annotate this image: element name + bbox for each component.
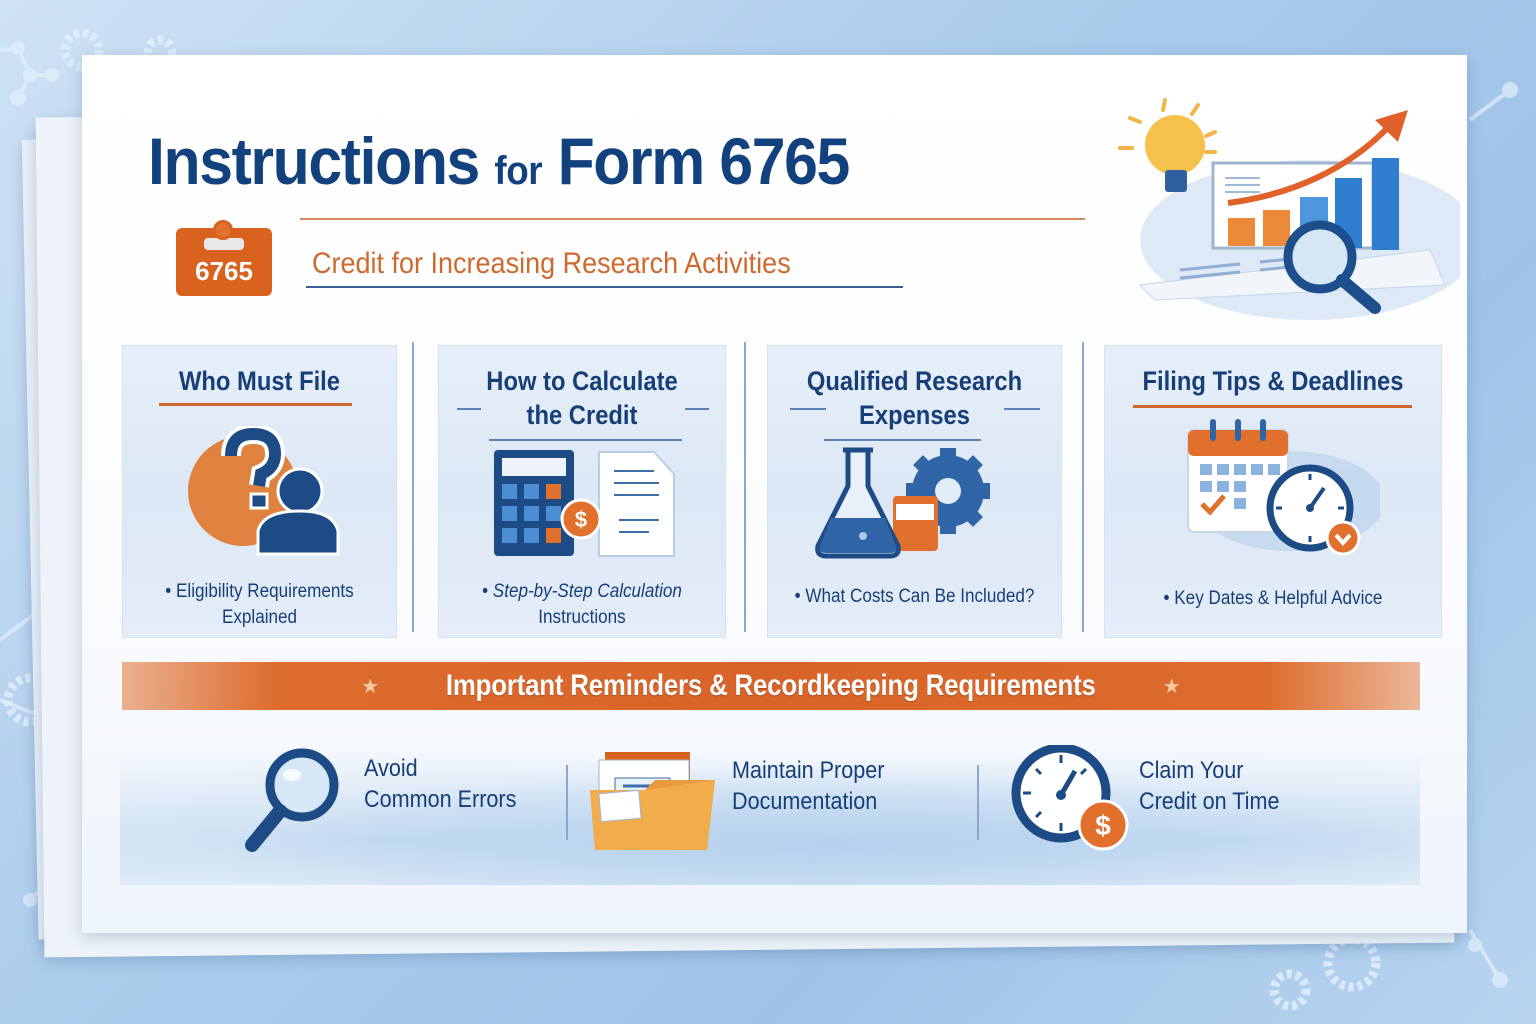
clock-dollar-icon: $ bbox=[1011, 745, 1129, 851]
clipboard-pin-icon bbox=[213, 220, 233, 240]
card-who-must-file[interactable]: Who Must File • Eligibility Requirements… bbox=[122, 345, 397, 638]
card-title-accent bbox=[457, 408, 481, 410]
folder-icon bbox=[590, 752, 715, 850]
svg-text:$: $ bbox=[1095, 810, 1111, 841]
card-title-underline bbox=[159, 403, 352, 406]
card-bullet: • Key Dates & Helpful Advice bbox=[1163, 588, 1383, 609]
title-word-instructions: Instructions bbox=[148, 124, 480, 198]
subtitle-divider bbox=[306, 286, 903, 288]
card-divider bbox=[412, 342, 414, 632]
card-divider bbox=[1082, 342, 1084, 632]
person-question-icon bbox=[188, 426, 340, 556]
checkmark-badge-icon bbox=[1325, 520, 1361, 556]
star-icon: ★ bbox=[361, 675, 380, 698]
card-filing-tips-deadlines[interactable]: Filing Tips & Deadlines • Key Dates & He… bbox=[1104, 345, 1442, 638]
card-title: Who Must File bbox=[178, 366, 341, 396]
card-divider bbox=[744, 342, 746, 632]
card-title-accent bbox=[685, 408, 709, 410]
page-title: Instructions for Form 6765 bbox=[148, 128, 850, 194]
form-number-badge: 6765 bbox=[176, 220, 272, 296]
flask-gear-icon bbox=[815, 447, 990, 559]
flask-icon bbox=[815, 447, 901, 559]
clipboard-clip-icon bbox=[204, 238, 244, 250]
banner-label: Important Reminders & Recordkeeping Requ… bbox=[446, 669, 1096, 702]
calculator-icon: $ bbox=[494, 450, 675, 557]
page-subtitle: Credit for Increasing Research Activitie… bbox=[312, 247, 791, 280]
title-word-form: Form 6765 bbox=[557, 124, 851, 198]
lightbulb-icon bbox=[1118, 98, 1217, 192]
calendar-clock-icon bbox=[1187, 419, 1380, 556]
card-title-underline bbox=[1133, 405, 1412, 408]
reminders-banner: ★ Important Reminders & Recordkeeping Re… bbox=[122, 662, 1420, 710]
reminder-divider bbox=[977, 765, 979, 840]
magnifier-icon bbox=[245, 748, 339, 852]
dollar-coin-icon bbox=[1077, 799, 1129, 851]
magnifier-icon bbox=[1283, 220, 1381, 314]
reminder-divider bbox=[566, 765, 568, 840]
badge-number: 6765 bbox=[195, 256, 253, 286]
card-title-underline bbox=[489, 439, 682, 441]
hero-illustration bbox=[1118, 98, 1460, 320]
trend-arrow-icon bbox=[1227, 117, 1398, 206]
card-bullet: • What Costs Can Be Included? bbox=[794, 586, 1035, 607]
card-title-accent bbox=[790, 408, 826, 410]
title-word-for: for bbox=[494, 149, 543, 193]
star-icon: ★ bbox=[1162, 675, 1181, 698]
svg-text:$: $ bbox=[575, 507, 587, 532]
watercolor-wash bbox=[120, 735, 1420, 885]
card-title-underline bbox=[824, 439, 981, 441]
card-title: Filing Tips & Deadlines bbox=[1142, 366, 1404, 396]
card-title-accent bbox=[1004, 408, 1040, 410]
title-divider bbox=[300, 218, 1085, 220]
